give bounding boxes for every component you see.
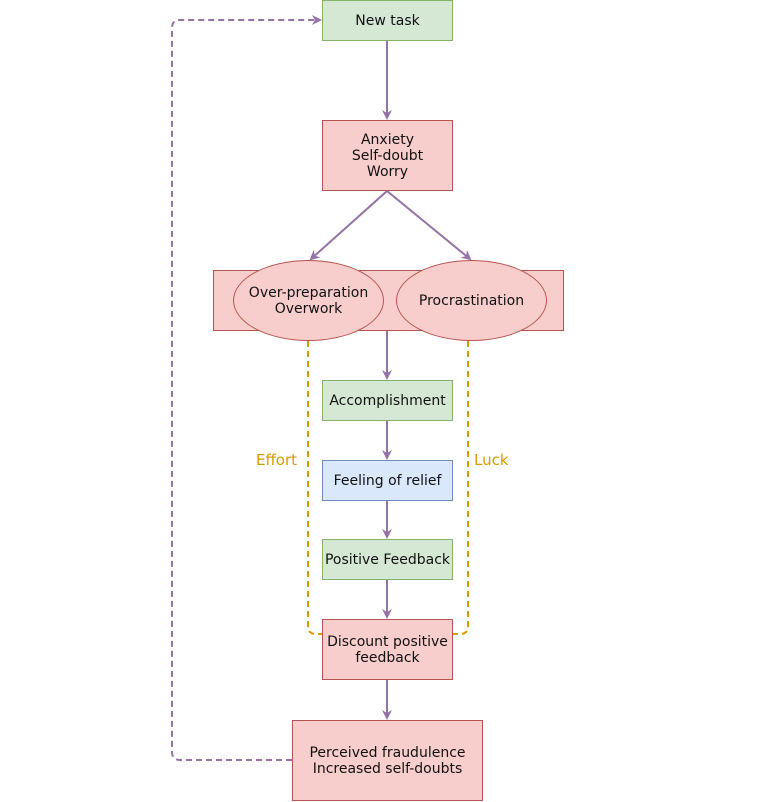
effort-label: Effort bbox=[256, 451, 298, 469]
discount-feedback-node: Discount positive feedback bbox=[322, 619, 453, 680]
edge-anxiety-procrastination bbox=[386, 190, 472, 261]
new-task-node: New task bbox=[322, 0, 453, 41]
relief-node: Feeling of relief bbox=[322, 460, 453, 501]
overpreparation-node: Over-preparation Overwork bbox=[233, 260, 384, 341]
luck-label: Luck bbox=[474, 451, 509, 469]
edge-luck bbox=[453, 341, 469, 635]
positive-feedback-node: Positive Feedback bbox=[322, 539, 453, 580]
accomplishment-node: Accomplishment bbox=[322, 380, 453, 421]
edge-anxiety-overprep bbox=[309, 190, 388, 261]
fraudulence-node: Perceived fraudulence Increased self-dou… bbox=[292, 720, 483, 801]
edge-loop-back bbox=[171, 15, 322, 761]
procrastination-node: Procrastination bbox=[396, 260, 547, 341]
edge-effort bbox=[307, 341, 322, 635]
anxiety-node: Anxiety Self-doubt Worry bbox=[322, 120, 453, 191]
